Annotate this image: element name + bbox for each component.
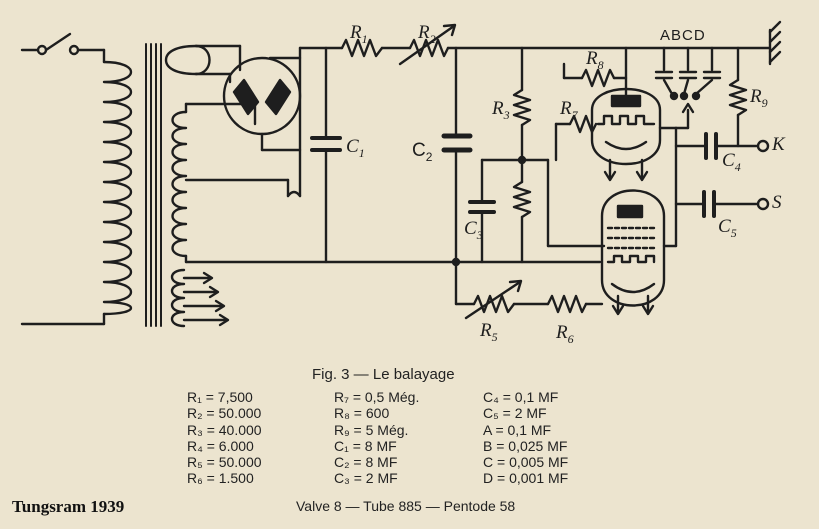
value-row: C₂ = 8 MF bbox=[334, 454, 398, 471]
value-row: D = 0,001 MF bbox=[483, 470, 569, 487]
label-c3: C3 bbox=[464, 218, 483, 242]
label-c2: C2 bbox=[412, 140, 433, 164]
values-column-1: R₁ = 7,500 R₂ = 50.000 R₃ = 40.000 R₄ = … bbox=[187, 389, 262, 487]
capacitor-c4-output-k bbox=[674, 132, 770, 160]
label-r5: R5 bbox=[480, 320, 498, 344]
label-r3: R3 bbox=[492, 98, 510, 122]
thyratron-valve-885 bbox=[554, 46, 678, 182]
value-row: R₅ = 50.000 bbox=[187, 454, 262, 471]
capacitor-c5-output-s bbox=[674, 190, 770, 218]
label-r2: R2 bbox=[418, 22, 436, 46]
value-row: R₃ = 40.000 bbox=[187, 421, 262, 438]
resistor-r3-r4 bbox=[480, 46, 606, 264]
value-row: R₇ = 0,5 Még. bbox=[334, 389, 420, 405]
power-switch bbox=[20, 32, 106, 64]
heater-arrows bbox=[182, 271, 230, 327]
bottom-rail bbox=[454, 260, 604, 320]
value-row: R₆ = 1.500 bbox=[187, 470, 254, 487]
schematic-diagram bbox=[20, 20, 782, 328]
label-abcd: ABCD bbox=[660, 27, 706, 44]
label-s: S bbox=[772, 192, 782, 213]
label-c5: C5 bbox=[718, 216, 737, 240]
resistor-r9 bbox=[728, 46, 748, 148]
figure-footer: Valve 8 — Tube 885 — Pentode 58 bbox=[296, 498, 516, 514]
rectifier-valve bbox=[222, 44, 302, 152]
label-r1: R1 bbox=[350, 22, 368, 46]
value-row: C₄ = 0,1 MF bbox=[483, 389, 559, 405]
ground-symbol bbox=[768, 20, 782, 66]
value-row: C₅ = 2 MF bbox=[483, 405, 547, 422]
capacitor-selector-abcd bbox=[654, 46, 722, 130]
value-row: R₂ = 50.000 bbox=[187, 405, 262, 422]
label-r9: R9 bbox=[750, 86, 768, 110]
capacitor-c1 bbox=[286, 46, 342, 264]
figure-caption: Fig. 3 — Le balayage bbox=[312, 366, 455, 383]
main-line bbox=[268, 23, 772, 198]
brand-credit: Tungsram 1939 bbox=[12, 497, 125, 516]
value-row: C = 0,005 MF bbox=[483, 454, 569, 471]
label-r7: R7 bbox=[560, 98, 578, 122]
pentode-58 bbox=[600, 126, 678, 316]
label-k: K bbox=[772, 134, 785, 155]
value-row: R₉ = 5 Még. bbox=[334, 421, 409, 438]
values-column-3: C₄ = 0,1 MF C₅ = 2 MF A = 0,1 MF B = 0,0… bbox=[483, 389, 568, 487]
transformer-secondaries bbox=[164, 44, 458, 328]
label-r8: R8 bbox=[586, 48, 604, 72]
value-row: C₁ = 8 MF bbox=[334, 437, 397, 454]
value-row: R₁ = 7,500 bbox=[187, 389, 253, 405]
capacitor-c3 bbox=[468, 158, 496, 264]
capacitor-c2 bbox=[441, 46, 473, 306]
value-row: C₃ = 2 MF bbox=[334, 470, 398, 487]
value-row: B = 0,025 MF bbox=[483, 437, 568, 454]
value-row: R₈ = 600 bbox=[334, 405, 390, 422]
values-column-2: R₇ = 0,5 Még. R₈ = 600 R₉ = 5 Még. C₁ = … bbox=[334, 389, 419, 487]
transformer-core bbox=[145, 43, 162, 327]
value-row: A = 0,1 MF bbox=[483, 421, 552, 438]
label-r6: R6 bbox=[556, 322, 574, 346]
value-row: R₄ = 6.000 bbox=[187, 437, 254, 454]
transformer-primary bbox=[20, 60, 133, 326]
label-c4: C4 bbox=[722, 150, 741, 174]
label-c1: C1 bbox=[346, 136, 365, 160]
